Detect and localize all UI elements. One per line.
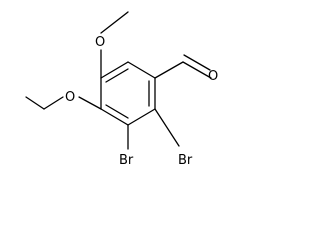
bond-cho-double-1 xyxy=(182,61,212,79)
structure-canvas: O O O Br Br xyxy=(25,11,219,168)
atom-label-oxygen-aldehyde: O xyxy=(208,69,218,84)
ring-bond-bottom-left-inner xyxy=(105,104,129,119)
bond-ethoxy-ch2-to-ch3 xyxy=(25,96,45,110)
bond-ring-to-cho xyxy=(154,61,184,79)
bond-ring-to-ethoxy-o xyxy=(78,96,102,110)
ring-bond-bottom-right xyxy=(127,108,156,126)
bond-methoxy-o-to-ch3 xyxy=(100,11,129,34)
bond-cho-double-2 xyxy=(183,54,211,71)
ring-bond-top-left xyxy=(100,61,129,79)
ring-bond-bottom-left xyxy=(100,108,129,126)
atom-label-oxygen-methoxy: O xyxy=(95,35,105,50)
atom-label-bromine-left: Br xyxy=(119,153,134,168)
bond-ethoxy-o-to-ch2 xyxy=(43,96,64,110)
molecule-drawing: O O O Br Br xyxy=(25,11,218,168)
atom-label-bromine-right: Br xyxy=(178,153,193,168)
bond-ring-to-br-right xyxy=(154,108,180,147)
atom-label-oxygen-ethoxy: O xyxy=(65,90,75,105)
ring-bond-top-left-inner xyxy=(105,68,129,83)
ring-bond-top xyxy=(127,61,156,79)
